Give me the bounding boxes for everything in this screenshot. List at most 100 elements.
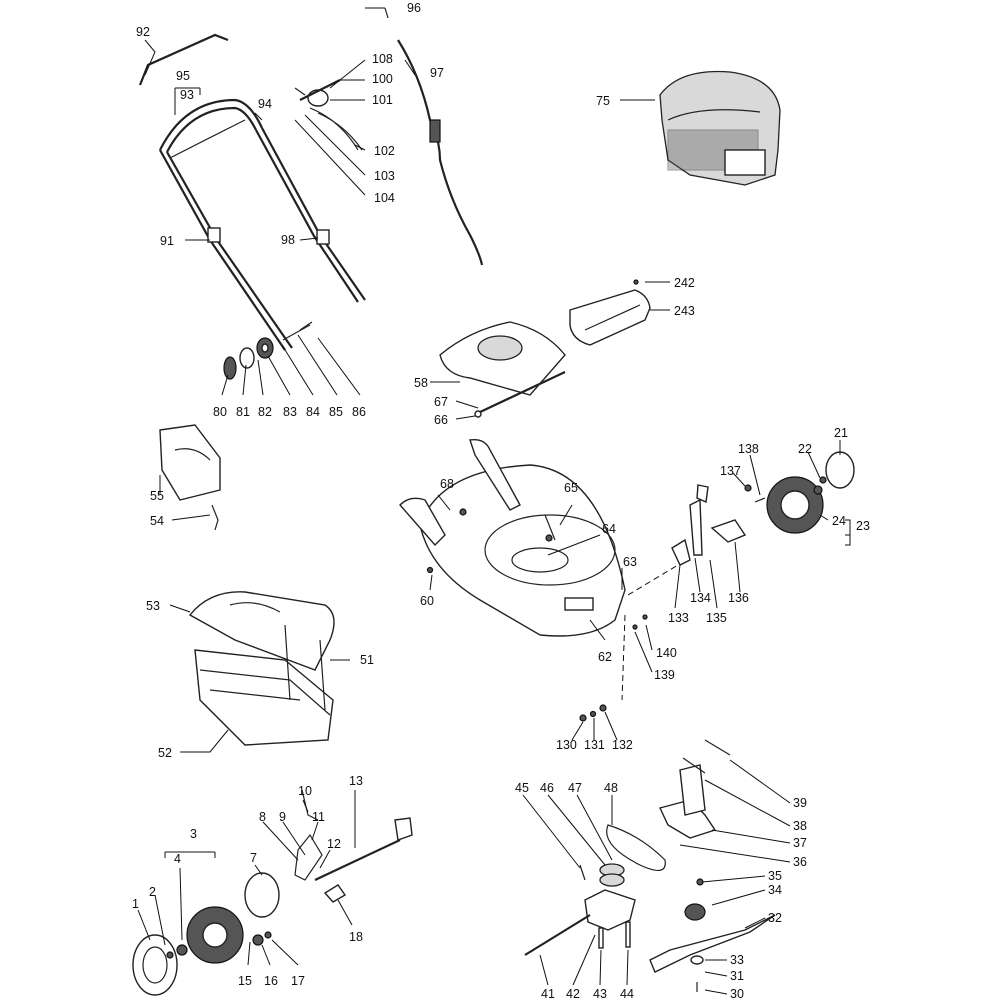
label-11: 11 xyxy=(312,810,325,824)
label-243: 243 xyxy=(674,304,695,318)
label-97: 97 xyxy=(430,66,444,80)
label-2: 2 xyxy=(149,885,156,899)
label-52: 52 xyxy=(158,746,172,760)
label-24: 24 xyxy=(832,514,846,528)
label-94: 94 xyxy=(258,97,272,111)
label-95: 95 xyxy=(176,69,190,83)
lever-assembly xyxy=(294,79,363,151)
label-22: 22 xyxy=(798,442,812,456)
rear-wheel-assembly xyxy=(632,451,855,630)
label-13: 13 xyxy=(349,774,363,788)
label-41: 41 xyxy=(541,987,555,1000)
part-number-labels: 92 95 93 94 91 98 96 97 108 100 101 102 … xyxy=(132,1,870,1000)
label-31: 31 xyxy=(730,969,744,983)
label-9: 9 xyxy=(279,810,286,824)
label-104: 104 xyxy=(374,191,395,205)
label-10: 10 xyxy=(298,784,312,798)
label-91: 91 xyxy=(160,234,174,248)
label-16: 16 xyxy=(264,974,278,988)
label-36: 36 xyxy=(793,855,807,869)
front-wheel-assembly xyxy=(132,789,413,996)
label-7: 7 xyxy=(250,851,257,865)
label-64: 64 xyxy=(602,522,616,536)
chute-55 xyxy=(159,424,221,531)
label-83: 83 xyxy=(283,405,297,419)
label-3: 3 xyxy=(190,827,197,841)
label-135: 135 xyxy=(706,611,727,625)
label-37: 37 xyxy=(793,836,807,850)
label-140: 140 xyxy=(656,646,677,660)
label-136: 136 xyxy=(728,591,749,605)
label-46: 46 xyxy=(540,781,554,795)
label-100: 100 xyxy=(372,72,393,86)
label-34: 34 xyxy=(768,883,782,897)
label-1: 1 xyxy=(132,897,139,911)
label-75: 75 xyxy=(596,94,610,108)
label-21: 21 xyxy=(834,426,848,440)
label-48: 48 xyxy=(604,781,618,795)
label-102: 102 xyxy=(374,144,395,158)
label-42: 42 xyxy=(566,987,580,1000)
label-12: 12 xyxy=(327,837,341,851)
label-130: 130 xyxy=(556,738,577,752)
label-53: 53 xyxy=(146,599,160,613)
label-58: 58 xyxy=(414,376,428,390)
label-62: 62 xyxy=(598,650,612,664)
label-47: 47 xyxy=(568,781,582,795)
label-101: 101 xyxy=(372,93,393,107)
mower-deck xyxy=(399,439,626,637)
label-33: 33 xyxy=(730,953,744,967)
label-39: 39 xyxy=(793,796,807,810)
label-43: 43 xyxy=(593,987,607,1000)
label-4: 4 xyxy=(174,852,181,866)
label-103: 103 xyxy=(374,169,395,183)
label-63: 63 xyxy=(623,555,637,569)
label-138: 138 xyxy=(738,442,759,456)
label-30: 30 xyxy=(730,987,744,1000)
label-133: 133 xyxy=(668,611,689,625)
label-134: 134 xyxy=(690,591,711,605)
label-32: 32 xyxy=(768,911,782,925)
label-84: 84 xyxy=(306,405,320,419)
label-86: 86 xyxy=(352,405,366,419)
label-82: 82 xyxy=(258,405,272,419)
label-132: 132 xyxy=(612,738,633,752)
label-137: 137 xyxy=(720,464,741,478)
label-68: 68 xyxy=(440,477,454,491)
label-18: 18 xyxy=(349,930,363,944)
label-65: 65 xyxy=(564,481,578,495)
mulch-cover xyxy=(439,279,651,418)
label-80: 80 xyxy=(213,405,227,419)
label-35: 35 xyxy=(768,869,782,883)
label-51: 51 xyxy=(360,653,374,667)
label-92: 92 xyxy=(136,25,150,39)
label-139: 139 xyxy=(654,668,675,682)
label-15: 15 xyxy=(238,974,252,988)
label-23: 23 xyxy=(856,519,870,533)
handle-upper xyxy=(159,98,366,351)
label-44: 44 xyxy=(620,987,634,1000)
label-66: 66 xyxy=(434,413,448,427)
label-67: 67 xyxy=(434,395,448,409)
grass-bag xyxy=(188,591,335,746)
label-17: 17 xyxy=(291,974,305,988)
handle-knob-assembly xyxy=(223,321,313,380)
label-81: 81 xyxy=(236,405,250,419)
label-131: 131 xyxy=(584,738,605,752)
transmission-assembly xyxy=(524,739,776,992)
label-45: 45 xyxy=(515,781,529,795)
label-242: 242 xyxy=(674,276,695,290)
label-98: 98 xyxy=(281,233,295,247)
label-8: 8 xyxy=(259,810,266,824)
engine xyxy=(659,70,781,186)
label-108: 108 xyxy=(372,52,393,66)
label-93: 93 xyxy=(180,88,194,102)
label-60: 60 xyxy=(420,594,434,608)
label-85: 85 xyxy=(329,405,343,419)
handle-bar-92 xyxy=(138,33,229,86)
label-54: 54 xyxy=(150,514,164,528)
label-96: 96 xyxy=(407,1,421,15)
label-38: 38 xyxy=(793,819,807,833)
